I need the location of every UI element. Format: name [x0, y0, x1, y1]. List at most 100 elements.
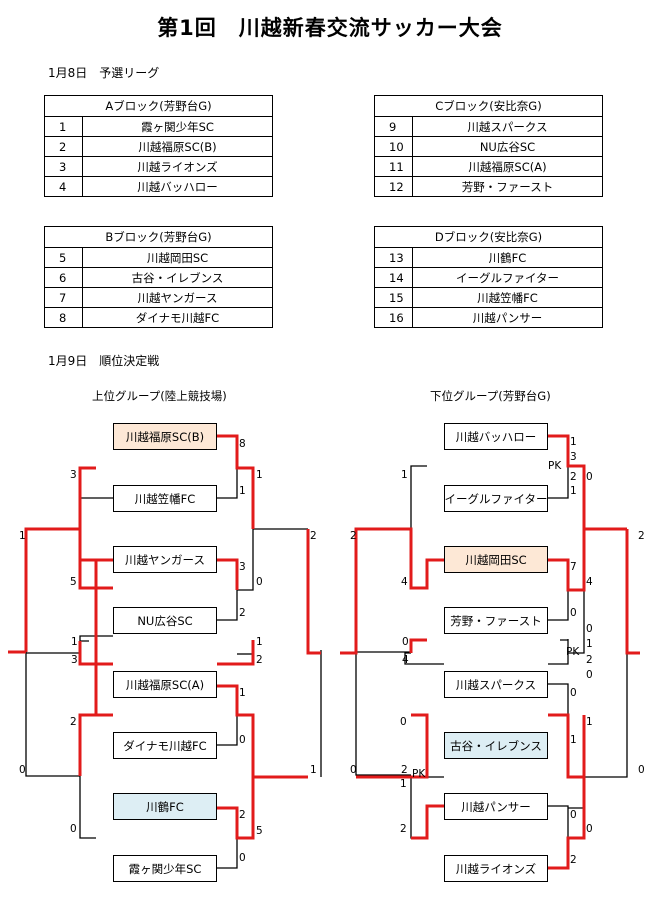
score: 1	[570, 734, 577, 746]
score: 8	[239, 438, 246, 450]
score: 2	[350, 530, 357, 542]
score: 0	[239, 852, 246, 864]
score: 3	[239, 561, 246, 573]
team-number: 15	[374, 287, 413, 308]
block-b-header: Bブロック(芳野台G)	[44, 226, 273, 248]
score: 1	[239, 687, 246, 699]
score: 0	[586, 669, 593, 681]
lower-team-8: 川越ライオンズ	[444, 855, 548, 882]
score: 1	[256, 636, 263, 648]
upper-team-3: 川越ヤンガース	[113, 546, 217, 573]
score: 1	[586, 716, 593, 728]
score: 1	[400, 778, 407, 790]
lower-team-6: 古谷・イレブンス	[444, 732, 548, 759]
score: 2	[70, 716, 77, 728]
score: 7	[570, 561, 577, 573]
team-number: 10	[374, 136, 413, 157]
team-name: 川越スパークス	[412, 116, 603, 137]
score: 1	[256, 469, 263, 481]
score: 0	[570, 607, 577, 619]
upper-group-title: 上位グループ(陸上競技場)	[92, 389, 227, 403]
score: 0	[70, 823, 77, 835]
pk-label: PK	[412, 768, 426, 780]
score: 5	[70, 576, 77, 588]
score: 3	[70, 469, 77, 481]
upper-team-8: 霞ヶ関少年SC	[113, 855, 217, 882]
score: 2	[310, 530, 317, 542]
team-name: 川越笠幡FC	[412, 287, 603, 308]
score: 5	[256, 825, 263, 837]
upper-team-4: NU広谷SC	[113, 607, 217, 634]
score: 1	[19, 530, 26, 542]
team-name: 川越ヤンガース	[82, 287, 273, 308]
team-name: 川越パンサー	[412, 307, 603, 328]
score: 0	[586, 823, 593, 835]
score: 1	[401, 469, 408, 481]
score: 4	[402, 654, 409, 666]
score: 4	[586, 576, 593, 588]
score: 1	[239, 485, 246, 497]
score: 2	[256, 654, 263, 666]
score: 0	[586, 471, 593, 483]
score: 2	[239, 607, 246, 619]
score: 1	[71, 636, 78, 648]
score: 2	[570, 471, 577, 483]
team-name: 川越バッハロー	[82, 176, 273, 197]
block-a-header: Aブロック(芳野台G)	[44, 95, 273, 117]
lower-team-1: 川越バッハロー	[444, 423, 548, 450]
upper-team-6: ダイナモ川越FC	[113, 732, 217, 759]
score: 3	[71, 654, 78, 666]
team-name: 芳野・ファースト	[412, 176, 603, 197]
score: 2	[400, 823, 407, 835]
lower-team-3: 川越岡田SC	[444, 546, 548, 573]
lower-group-title: 下位グループ(芳野台G)	[430, 389, 551, 403]
team-name: 霞ヶ関少年SC	[82, 116, 273, 137]
team-name: イーグルファイター	[412, 267, 603, 288]
score: 1	[570, 485, 577, 497]
score: 1	[570, 436, 577, 448]
score: 2	[586, 654, 593, 666]
score: 1	[310, 764, 317, 776]
upper-team-7: 川鶴FC	[113, 793, 217, 820]
score: 3	[570, 451, 577, 463]
team-name: ダイナモ川越FC	[82, 307, 273, 328]
page-title: 第1回 川越新春交流サッカー大会	[157, 16, 503, 40]
pk-label: PK	[566, 646, 580, 658]
score: 0	[586, 623, 593, 635]
lower-team-5: 川越スパークス	[444, 671, 548, 698]
score: 0	[638, 764, 645, 776]
team-number: 12	[374, 176, 413, 197]
day1-heading: 1月8日 予選リーグ	[48, 66, 160, 80]
score: 4	[401, 576, 408, 588]
score: 0	[402, 636, 409, 648]
day2-heading: 1月9日 順位決定戦	[48, 354, 160, 368]
lower-team-4: 芳野・ファースト	[444, 607, 548, 634]
score: 2	[638, 530, 645, 542]
pk-label: PK	[548, 460, 562, 472]
score: 0	[256, 576, 263, 588]
team-number: 16	[374, 307, 413, 328]
bracket-red-lines	[8, 434, 640, 870]
score: 0	[350, 764, 357, 776]
score: 0	[570, 687, 577, 699]
lower-team-7: 川越パンサー	[444, 793, 548, 820]
score: 0	[570, 809, 577, 821]
upper-team-2: 川越笠幡FC	[113, 485, 217, 512]
